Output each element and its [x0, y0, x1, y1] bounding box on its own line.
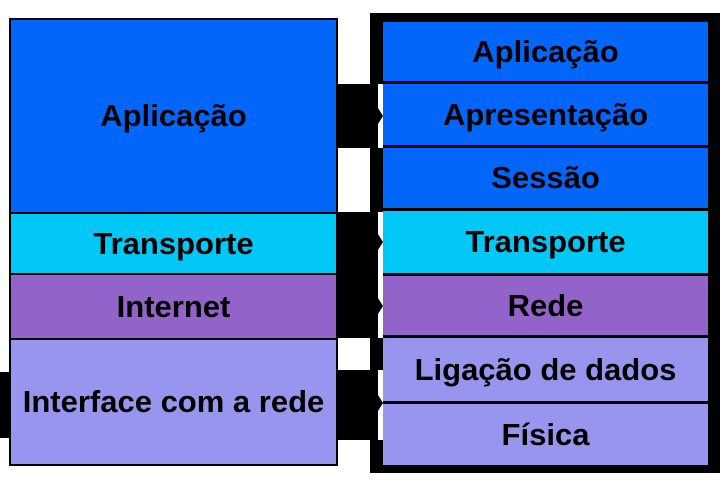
arrow-body: [337, 212, 378, 338]
left-edge-connector-bar: [0, 372, 9, 438]
tcpip-layer-internet: Internet: [11, 273, 336, 338]
arrow-body: [337, 84, 378, 148]
tcpip-layer-interface-rede: Interface com a rede: [11, 338, 336, 464]
tcpip-layer-transporte: Transporte: [11, 212, 336, 273]
osi-layer-ligacao-dados-label: Ligação de dados: [414, 351, 677, 387]
tcpip-layer-transporte-label: Transporte: [93, 225, 254, 261]
tcpip-layer-aplicacao-label: Aplicação: [100, 98, 247, 133]
osi-layer-aplicacao-label: Aplicação: [472, 33, 619, 69]
osi-stack: Aplicação Apresentação Sessão Transporte…: [370, 13, 720, 473]
osi-layer-apresentacao-label: Apresentação: [442, 96, 649, 132]
osi-layer-fisica: Física: [383, 404, 708, 465]
tcpip-layer-internet-label: Internet: [116, 288, 231, 324]
osi-layer-transporte-label: Transporte: [465, 224, 626, 259]
osi-layer-transporte: Transporte: [383, 211, 708, 273]
osi-layer-rede-label: Rede: [507, 287, 584, 323]
arrow-body: [337, 370, 378, 440]
osi-layer-aplicacao: Aplicação: [383, 22, 708, 81]
osi-layer-rede: Rede: [383, 276, 708, 335]
osi-layer-sessao: Sessão: [383, 148, 708, 208]
connector-arrow-aplicacao-apresentacao: [337, 84, 383, 148]
osi-layer-ligacao-dados: Ligação de dados: [383, 338, 708, 401]
tcpip-layer-interface-rede-label: Interface com a rede: [22, 384, 325, 419]
tcpip-stack: Aplicação Transporte Internet Interface …: [9, 18, 338, 466]
tcpip-layer-aplicacao: Aplicação: [11, 20, 336, 212]
connector-arrow-transporte-rede: [337, 212, 383, 338]
arrow-right-tip-icon: [378, 395, 383, 411]
arrow-right-tip-icon: [378, 234, 383, 250]
osi-layer-apresentacao: Apresentação: [383, 84, 708, 145]
arrow-slit: [378, 212, 383, 338]
arrow-right-tip-icon: [378, 108, 383, 124]
arrow-right-tip-icon: [378, 298, 383, 314]
osi-layer-fisica-label: Física: [501, 416, 590, 452]
connector-arrow-interface-ligacao-fisica: [337, 370, 383, 440]
osi-layer-sessao-label: Sessão: [491, 160, 600, 195]
